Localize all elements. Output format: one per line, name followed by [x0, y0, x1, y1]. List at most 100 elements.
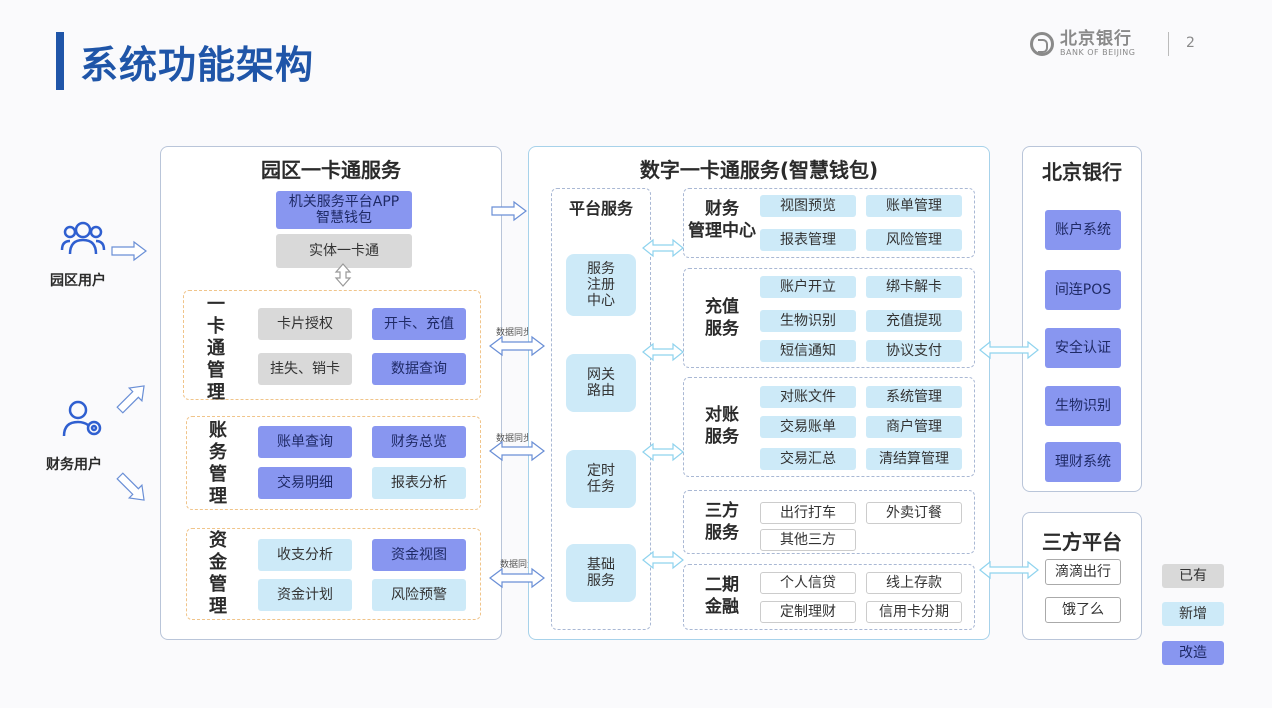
- open-recharge: 开卡、充值: [372, 308, 466, 340]
- bind-unbind-card: 绑卡解卡: [866, 276, 962, 298]
- phase2-finance-label: 二期 金融: [705, 575, 739, 617]
- header-divider: [1168, 32, 1169, 56]
- system-management: 系统管理: [866, 386, 962, 408]
- park-panel-title: 园区一卡通服务: [261, 158, 401, 182]
- card-auth: 卡片授权: [258, 308, 352, 340]
- bank-logo: 北京银行 BANK OF BEIJING: [1030, 30, 1135, 57]
- platform-service-title: 平台服务: [568, 199, 633, 218]
- bank-biometric: 生物识别: [1045, 386, 1121, 426]
- app-to-platform-arrow: [491, 201, 527, 221]
- didi: 滴滴出行: [1045, 559, 1121, 585]
- finance-down-arrow: [113, 469, 152, 508]
- legend-modified: 改造: [1162, 641, 1224, 665]
- data-query: 数据查询: [372, 353, 466, 385]
- credit-installment: 信用卡分期: [866, 601, 962, 623]
- finance-users-icon: [62, 400, 102, 437]
- service-registry: 服务 注册 中心: [566, 254, 636, 316]
- custom-wealth: 定制理财: [760, 601, 856, 623]
- phase2-finance-section: [683, 564, 975, 630]
- risk-warning: 风险预警: [372, 579, 466, 611]
- third-service-section: [683, 490, 975, 554]
- personal-loan: 个人信贷: [760, 572, 856, 594]
- account-opening: 账户开立: [760, 276, 856, 298]
- legend-existing: 已有: [1162, 564, 1224, 588]
- app-name: 机关服务平台APP: [288, 194, 400, 210]
- third-platform-panel: [1022, 512, 1142, 640]
- account-mgmt-label: 账务管理: [209, 420, 227, 507]
- report-management: 报表管理: [760, 229, 856, 251]
- sync-arrow-2: [489, 441, 545, 461]
- finance-center-label: 财务 管理中心: [688, 199, 756, 241]
- platform-phase2-arrow: [642, 551, 684, 569]
- sync-label-3: 数据同步: [500, 560, 537, 570]
- income-expense-analysis: 收支分析: [258, 539, 352, 571]
- recharge-label: 充值 服务: [705, 297, 739, 339]
- report-analysis: 报表分析: [372, 467, 466, 499]
- platform-recharge-arrow: [642, 343, 684, 361]
- bank-logo-icon: [1030, 31, 1054, 56]
- recharge-bank-arrow: [979, 341, 1039, 359]
- fund-view: 资金视图: [372, 539, 466, 571]
- finance-overview: 财务总览: [372, 426, 466, 458]
- park-user-label: 园区用户: [50, 273, 106, 289]
- wealth-system: 理财系统: [1045, 442, 1121, 482]
- third-platform-title: 三方平台: [1042, 530, 1122, 554]
- bill-management: 账单管理: [866, 195, 962, 217]
- merchant-management: 商户管理: [866, 416, 962, 438]
- view-preview: 视图预览: [760, 195, 856, 217]
- indirect-pos: 间连POS: [1045, 270, 1121, 310]
- digital-panel-title: 数字一卡通服务(智慧钱包): [639, 158, 879, 182]
- transaction-bill: 交易账单: [760, 416, 856, 438]
- sync-label-1: 数据同步: [496, 328, 533, 338]
- clearing-settlement: 清结算管理: [866, 448, 962, 470]
- phase2-third-arrow: [979, 561, 1039, 579]
- title-accent-bar: [56, 32, 64, 90]
- gateway-routing: 网关 路由: [566, 354, 636, 412]
- report-loss: 挂失、销卡: [258, 353, 352, 385]
- park-user-arrow: [111, 241, 147, 261]
- risk-management: 风险管理: [866, 229, 962, 251]
- transaction-summary: 交易汇总: [760, 448, 856, 470]
- park-users-icon: [60, 221, 106, 255]
- sync-label-2: 数据同步: [496, 434, 533, 444]
- reconcile-file: 对账文件: [760, 386, 856, 408]
- recharge-withdraw: 充值提现: [866, 310, 962, 332]
- finance-user-label: 财务用户: [46, 457, 102, 473]
- finance-up-arrow: [113, 378, 152, 417]
- bank-panel-title: 北京银行: [1042, 160, 1122, 184]
- card-vertical-arrow: [334, 263, 352, 287]
- food-delivery: 外卖订餐: [866, 502, 962, 524]
- basic-service: 基础 服务: [566, 544, 636, 602]
- transaction-detail: 交易明细: [258, 467, 352, 499]
- platform-reconcile-arrow: [642, 443, 684, 461]
- bill-query: 账单查询: [258, 426, 352, 458]
- sms-notice: 短信通知: [760, 340, 856, 362]
- sync-arrow-1: [489, 336, 545, 356]
- reconcile-label: 对账 服务: [705, 405, 739, 447]
- fund-mgmt-label: 资金管理: [209, 530, 227, 617]
- agreement-pay: 协议支付: [866, 340, 962, 362]
- app-wallet-box: 机关服务平台APP 智慧钱包: [276, 191, 412, 229]
- fund-plan: 资金计划: [258, 579, 352, 611]
- sync-arrow-3: [489, 568, 545, 588]
- platform-finance-arrow: [642, 239, 684, 257]
- bank-panel: [1022, 146, 1142, 492]
- logo-cn-text: 北京银行: [1060, 29, 1132, 49]
- other-third-party: 其他三方: [760, 529, 856, 551]
- online-deposit: 线上存款: [866, 572, 962, 594]
- legend-new: 新增: [1162, 602, 1224, 626]
- biometric: 生物识别: [760, 310, 856, 332]
- third-service-label: 三方 服务: [705, 501, 739, 543]
- wallet-name: 智慧钱包: [316, 210, 372, 226]
- card-mgmt-label: 一卡通管理: [207, 294, 225, 403]
- security-auth: 安全认证: [1045, 328, 1121, 368]
- eleme: 饿了么: [1045, 597, 1121, 623]
- ride-hailing: 出行打车: [760, 502, 856, 524]
- scheduled-tasks: 定时 任务: [566, 450, 636, 508]
- page-title: 系统功能架构: [80, 43, 315, 87]
- page-number: 2: [1186, 35, 1195, 51]
- account-system: 账户系统: [1045, 210, 1121, 250]
- physical-card-box: 实体一卡通: [276, 234, 412, 268]
- logo-en-text: BANK OF BEIJING: [1060, 48, 1136, 57]
